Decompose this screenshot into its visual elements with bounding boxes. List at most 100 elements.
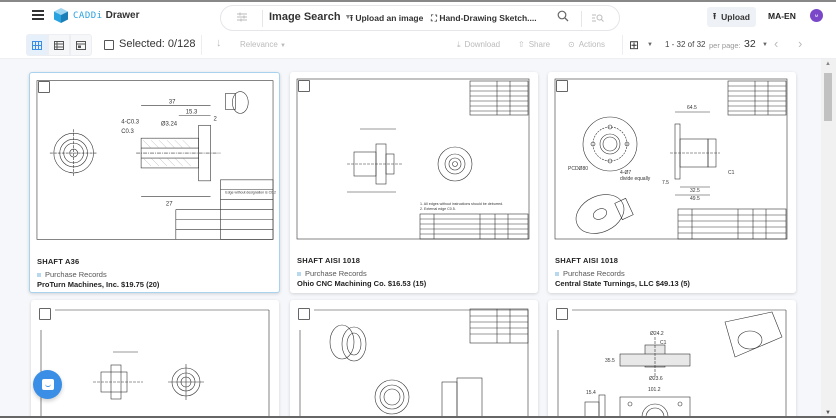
- svg-text:C1: C1: [660, 340, 667, 346]
- upload-icon: ⭱: [713, 11, 717, 21]
- divider: [622, 35, 623, 55]
- caret-down-icon: ▼: [344, 13, 352, 21]
- drawing-thumbnail[interactable]: 1. All edges without instructions should…: [292, 74, 536, 244]
- select-all-checkbox[interactable]: [104, 40, 114, 50]
- actions-button[interactable]: ⊙Actions: [568, 40, 605, 49]
- more-circle-icon: ⊙: [568, 40, 575, 49]
- svg-text:1. All edges without instructi: 1. All edges without instructions should…: [420, 202, 503, 206]
- technical-drawing: [40, 309, 270, 418]
- svg-text:2. External edge C0.5.: 2. External edge C0.5.: [420, 207, 456, 211]
- drawing-thumbnail[interactable]: 37 15.3 2 4-C0.3 C0.3 Ø3.24 27 Edge with…: [32, 75, 277, 245]
- detail-view-button[interactable]: [70, 34, 92, 56]
- sort-dropdown[interactable]: Relevance ▼: [240, 40, 286, 49]
- card-checkbox[interactable]: [298, 308, 310, 320]
- svg-text:15.3: 15.3: [186, 109, 198, 115]
- svg-text:divide equally: divide equally: [620, 176, 651, 182]
- search-icon[interactable]: [557, 9, 569, 25]
- selected-count: Selected: 0/128: [119, 38, 196, 50]
- brand-drawer: Drawer: [105, 10, 140, 21]
- tag-dot-icon: [297, 271, 301, 276]
- svg-text:37: 37: [169, 99, 176, 105]
- column-layout-icon[interactable]: ⊞: [629, 38, 640, 52]
- card-tag: Purchase Records: [555, 269, 625, 278]
- share-icon: ⇧: [518, 40, 525, 49]
- svg-text:35.5: 35.5: [605, 358, 615, 364]
- sort-direction-icon[interactable]: ↓: [216, 37, 222, 49]
- prev-page-button[interactable]: ‹: [774, 36, 779, 51]
- result-card[interactable]: 1. All edges without instructions should…: [290, 72, 538, 293]
- card-checkbox[interactable]: [556, 308, 568, 320]
- brand-caddi: CADDi: [73, 11, 103, 21]
- card-checkbox[interactable]: [38, 81, 50, 93]
- card-checkbox[interactable]: [298, 80, 310, 92]
- drawing-thumbnail[interactable]: 64.5 PCDØ80 4-Ø7 divide equally 7.5 32.5…: [550, 74, 794, 244]
- menu-icon[interactable]: [32, 10, 44, 20]
- list-view-icon: [54, 40, 64, 50]
- per-page-select[interactable]: 32: [744, 38, 756, 50]
- card-checkbox[interactable]: [39, 308, 51, 320]
- upload-button[interactable]: ⭱Upload: [707, 7, 756, 27]
- chat-support-button[interactable]: [33, 370, 62, 399]
- result-card[interactable]: 64.5 PCDØ80 4-Ø7 divide equally 7.5 32.5…: [548, 72, 796, 293]
- card-title[interactable]: SHAFT AISI 1018: [297, 256, 361, 265]
- card-checkbox[interactable]: [556, 80, 568, 92]
- card-title[interactable]: SHAFT A36: [37, 257, 80, 266]
- download-button[interactable]: ⤓Download: [457, 40, 501, 49]
- window-edge: [0, 416, 836, 418]
- page-range: 1 - 32 of 32: [665, 40, 706, 49]
- card-supplier: Ohio CNC Machining Co. $16.53 (15): [297, 279, 427, 288]
- result-card[interactable]: [290, 300, 538, 418]
- upload-icon: ⭱: [350, 13, 356, 23]
- technical-drawing: Ø24.2 C1 35.5 Ø23.6 15.4 101.2: [557, 309, 787, 418]
- share-button[interactable]: ⇧Share: [518, 40, 551, 49]
- filter-icon[interactable]: [236, 11, 250, 25]
- svg-text:101.2: 101.2: [648, 387, 661, 393]
- upload-image-button[interactable]: ⭱ Upload an image: [350, 13, 424, 23]
- svg-text:PCDØ80: PCDØ80: [568, 166, 588, 172]
- drawing-thumbnail[interactable]: Ø24.2 C1 35.5 Ø23.6 15.4 101.2: [550, 302, 794, 418]
- drawing-thumbnail[interactable]: [292, 302, 536, 418]
- next-page-button[interactable]: ›: [798, 36, 803, 51]
- advanced-search-icon[interactable]: [592, 13, 604, 25]
- svg-text:7.5: 7.5: [662, 180, 669, 186]
- list-view-button[interactable]: [48, 34, 70, 56]
- caret-down-icon[interactable]: ▼: [647, 42, 653, 48]
- svg-text:Ø23.6: Ø23.6: [649, 376, 663, 382]
- vertical-scrollbar[interactable]: ▲ ▼: [821, 59, 836, 418]
- svg-text:Edge without designation is C0: Edge without designation is C0.2: [225, 191, 276, 195]
- tag-dot-icon: [37, 272, 41, 277]
- svg-text:27: 27: [166, 202, 173, 208]
- detail-view-icon: [76, 40, 86, 50]
- result-card[interactable]: 37 15.3 2 4-C0.3 C0.3 Ø3.24 27 Edge with…: [29, 72, 280, 293]
- result-card[interactable]: Ø24.2 C1 35.5 Ø23.6 15.4 101.2: [548, 300, 796, 418]
- caret-down-icon[interactable]: ▼: [762, 42, 768, 48]
- search-mode-dropdown[interactable]: Image Search▼: [269, 11, 352, 23]
- svg-text:64.5: 64.5: [687, 105, 697, 111]
- technical-drawing: [299, 308, 529, 418]
- card-supplier: Central State Turnings, LLC $49.13 (5): [555, 279, 690, 288]
- scroll-thumb[interactable]: [824, 73, 832, 121]
- user-name[interactable]: MA-EN: [768, 11, 796, 21]
- result-card[interactable]: [31, 300, 279, 418]
- svg-text:49.5: 49.5: [690, 196, 700, 202]
- technical-drawing: 64.5 PCDØ80 4-Ø7 divide equally 7.5 32.5…: [554, 78, 788, 240]
- technical-drawing: 37 15.3 2 4-C0.3 C0.3 Ø3.24 27 Edge with…: [36, 80, 276, 240]
- crop-frame-icon: ⛶: [431, 13, 440, 23]
- svg-text:2: 2: [214, 116, 217, 122]
- svg-text:Ø24.2: Ø24.2: [650, 331, 664, 337]
- svg-text:C1: C1: [728, 170, 735, 176]
- avatar[interactable]: M: [810, 9, 823, 22]
- scroll-down-arrow-icon[interactable]: ▼: [825, 410, 831, 416]
- search-bar: Image Search▼ ⭱ Upload an image ⛶ Hand-D…: [220, 5, 620, 31]
- hand-drawing-sketch-button[interactable]: ⛶ Hand-Drawing Sketch....: [431, 13, 537, 23]
- cube-logo-icon: [54, 8, 68, 23]
- results-toolbar: Selected: 0/128 ↓ Relevance ▼ ⤓Download …: [0, 31, 836, 59]
- grid-view-button[interactable]: [26, 34, 48, 56]
- card-title[interactable]: SHAFT AISI 1018: [555, 256, 619, 265]
- scroll-up-arrow-icon[interactable]: ▲: [825, 61, 831, 67]
- card-tag: Purchase Records: [297, 269, 367, 278]
- drawing-thumbnail[interactable]: [33, 302, 277, 418]
- caret-down-icon: ▼: [280, 43, 286, 49]
